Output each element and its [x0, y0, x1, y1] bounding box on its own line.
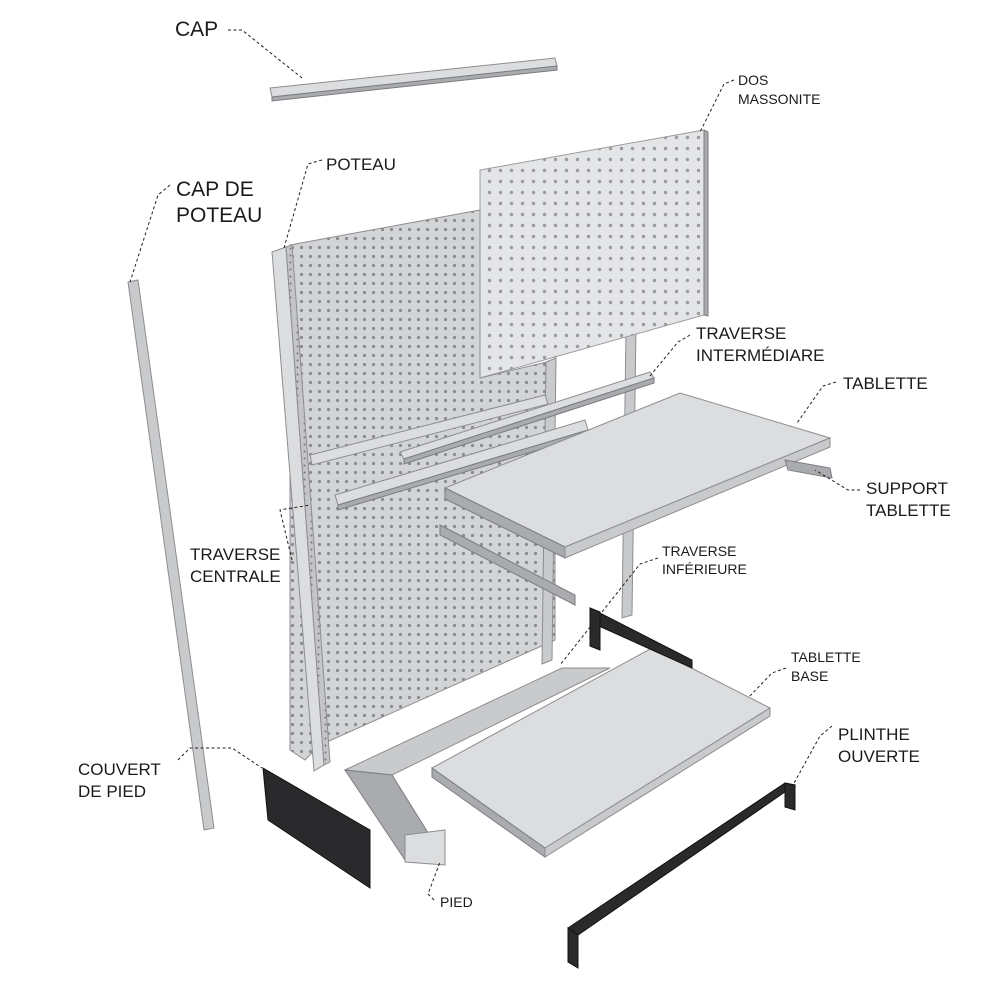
label-support-tablette-line1: SUPPORT: [866, 479, 948, 498]
traverse-centrale-part: [309, 394, 589, 511]
leader-lines: [129, 29, 860, 901]
leader-poteau: [283, 159, 323, 249]
pied-part: [343, 667, 611, 866]
couvert-de-pied-part: [262, 767, 371, 889]
label-cap-de-poteau-line2: POTEAU: [176, 204, 262, 227]
leader-cap: [228, 29, 303, 79]
leader-tablette-base: [747, 667, 787, 699]
tablette-base-part: [431, 647, 772, 858]
label-tablette-base-line2: BASE: [791, 668, 828, 684]
label-dos-massonite-line1: DOS: [738, 72, 768, 88]
cap-part: [269, 57, 558, 102]
leader-couvert-de-pied: [177, 747, 263, 769]
label-couvert-de-pied-line1: COUVERT: [78, 760, 161, 779]
leader-support-tablette: [814, 469, 860, 491]
label-traverse-centrale-line1: TRAVERSE: [190, 545, 280, 564]
label-traverse-intermediare-line1: TRAVERSE: [696, 324, 786, 343]
dos-massonite-part: [479, 129, 709, 379]
leader-plinthe-ouverte: [792, 725, 833, 786]
label-plinthe-ouverte-line2: OUVERTE: [838, 747, 920, 766]
label-support-tablette-line2: TABLETTE: [866, 501, 951, 520]
label-couvert-de-pied-line2: DE PIED: [78, 782, 146, 801]
label-traverse-centrale-line2: CENTRALE: [190, 567, 281, 586]
rear-plinth-part: [589, 607, 693, 669]
leader-dos-massonite: [699, 79, 735, 133]
label-plinthe-ouverte-line1: PLINTHE: [838, 725, 910, 744]
leader-tablette: [796, 381, 837, 424]
label-cap-de-poteau-line1: CAP DE: [176, 178, 254, 201]
leader-traverse-centrale: [279, 504, 311, 561]
label-pied: PIED: [440, 894, 473, 910]
label-tablette-base-line1: TABLETTE: [791, 649, 861, 665]
cap-de-poteau-part: [127, 279, 215, 831]
label-poteau: POTEAU: [326, 155, 396, 174]
tablette-part: [443, 392, 832, 559]
label-traverse-intermediare-line2: INTERMÉDIARE: [696, 346, 824, 365]
leader-pied: [427, 861, 441, 901]
plinthe-ouverte-part: [567, 782, 797, 969]
leader-traverse-inferieure: [559, 557, 659, 666]
label-traverse-inferieure-line1: TRAVERSE: [662, 543, 736, 559]
leader-cap-de-poteau: [129, 184, 171, 283]
leader-traverse-intermediare: [649, 334, 691, 377]
label-traverse-inferieure-line2: INFÉRIEURE: [662, 561, 747, 577]
label-tablette: TABLETTE: [843, 374, 928, 393]
traverse-intermediare-part: [399, 371, 655, 465]
label-dos-massonite-line2: MASSONITE: [738, 91, 820, 107]
labels: CAP CAP DE POTEAU POTEAU DOS MASSONITE T…: [78, 18, 951, 910]
label-cap: CAP: [175, 18, 218, 41]
